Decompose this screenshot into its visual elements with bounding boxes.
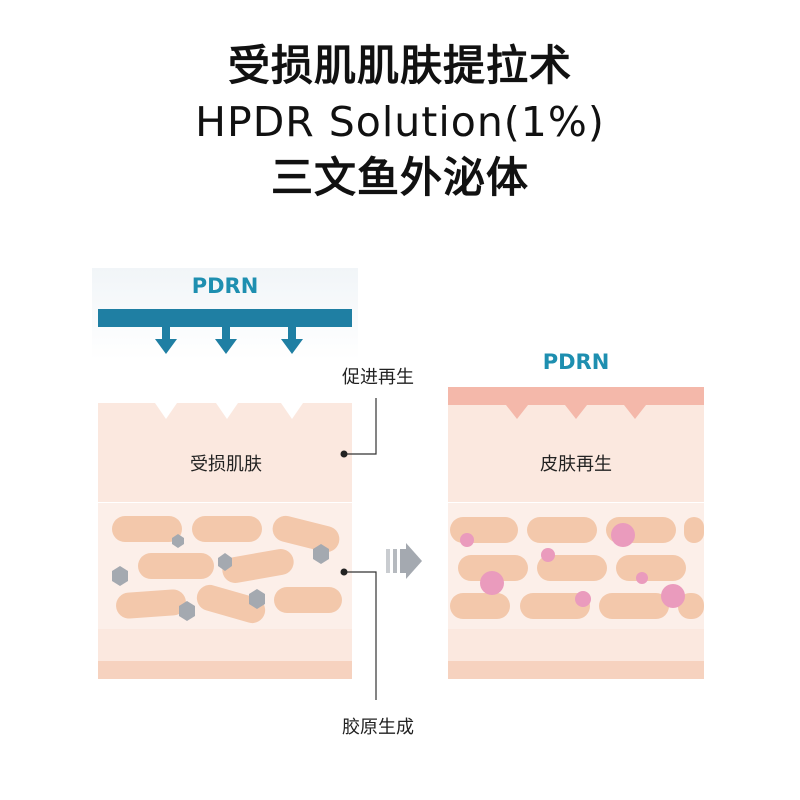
- exosome-particles: [460, 523, 685, 608]
- callout-lines: [344, 398, 377, 700]
- right-skin-label: 皮肤再生: [540, 454, 612, 475]
- damage-particles: [112, 534, 329, 621]
- title-line-2: HPDR Solution(1%): [195, 98, 605, 146]
- arrow-down-icon: [215, 327, 237, 354]
- subcutis-light: [98, 629, 352, 661]
- damaged-epidermis: [98, 403, 352, 502]
- regenerated-top-layer: [448, 387, 704, 405]
- regenerated-epidermis: [448, 405, 704, 502]
- arrow-down-icon: [155, 327, 177, 354]
- subcutis-base: [98, 661, 352, 679]
- title-block: 受损肌肌肤提拉术 HPDR Solution(1%) 三文鱼外泌体: [0, 38, 800, 206]
- title-line-1: 受损肌肌肤提拉术: [227, 41, 572, 90]
- healing-points: [506, 405, 646, 419]
- subcutis-base-right: [448, 661, 704, 679]
- callout-dot-top: [340, 450, 348, 458]
- right-pdrn-label: PDRN: [543, 350, 610, 374]
- right-panel: PDRN 皮肤再生: [448, 350, 704, 679]
- callout-dot-bottom: [340, 568, 348, 576]
- left-pdrn-label: PDRN: [192, 274, 259, 298]
- left-skin-label: 受损肌肤: [190, 454, 262, 475]
- left-panel: PDRN 受损肌肤: [92, 268, 358, 679]
- pdrn-bar: [98, 309, 352, 327]
- collagen-fibers-left: [112, 515, 342, 624]
- callout-bottom-label: 胶原生成: [342, 717, 414, 738]
- callout-top-label: 促进再生: [342, 367, 414, 388]
- double-arrow-right-icon: [386, 543, 422, 579]
- damage-notches: [155, 403, 303, 419]
- title-line-3: 三文鱼外泌体: [270, 153, 529, 202]
- arrow-down-icon: [281, 327, 303, 354]
- subcutis-light-right: [448, 629, 704, 661]
